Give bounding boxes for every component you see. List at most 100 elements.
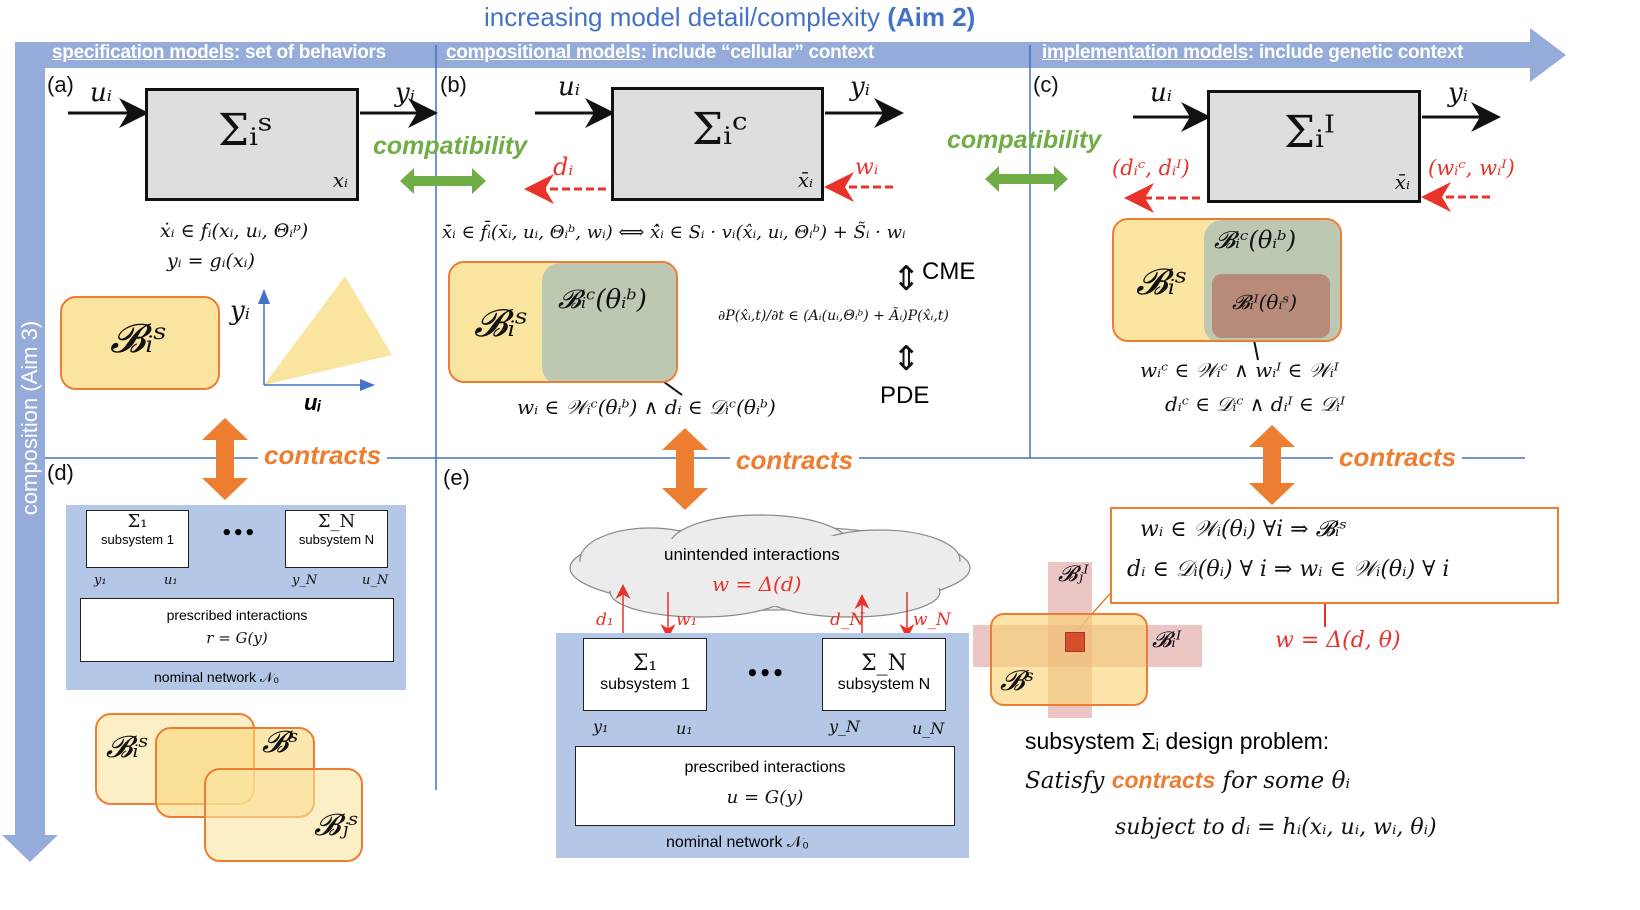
dynamics-equation: x̄̇ᵢ ∈ f̄ᵢ(x̄ᵢ, uᵢ, Θᵢᵇ, wᵢ) ⟺ x̂̇ᵢ ∈ Sᵢ… [442,222,906,243]
nominal-network-panel-e: Σ₁ subsystem 1 ••• Σ_N subsystem N y₁ u₁… [556,633,969,858]
output-equation: yᵢ = gᵢ(xᵢ) [167,250,255,272]
y1-label: y₁ [94,573,107,588]
svg-text:⇕: ⇕ [892,259,921,299]
input-label: uᵢ [1150,78,1172,108]
contracts-box: wᵢ ∈ 𝒲ᵢ(θᵢ) ∀i ⇒ 𝓑ᵢˢ dᵢ ∈ 𝒟ᵢ(θᵢ) ∀ i ⇒ w… [1110,507,1559,604]
label-c: (c) [1033,72,1059,97]
behavior-i-label: 𝓑ᵢᴵ [1152,628,1182,653]
prescribed-label: prescribed interactions [684,759,846,776]
disturbance-out-label: (dᵢᶜ, dᵢᴵ) [1112,156,1190,180]
header-compositional: compositional models: include “cellular”… [446,42,874,63]
system-box-compositional: Σᵢᶜ x̄ᵢ [611,87,824,201]
subsystem-n-box: Σ_N subsystem N [822,638,946,711]
behavior-s-label: 𝓑ᵢˢ [1136,262,1188,303]
system-symbol: Σᵢˢ [218,105,273,156]
contracts-label-3: contracts [1333,442,1463,473]
plot-y-label: yᵢ [230,296,250,326]
subsystem-name: subsystem 1 [600,676,690,693]
compatibility-arrow-2 [985,166,1068,192]
vertical-axis-label: composition (Aim 3) [17,320,42,516]
label-a: (a) [47,72,74,97]
subsystem-symbol: Σ_N [317,511,356,532]
label-d: (d) [47,460,74,485]
behavior-s-square [990,613,1148,706]
nominal-network-panel-d: Σ₁ subsystem 1 ••• Σ_N subsystem N y₁ u₁… [66,505,406,690]
cme-label: CME [922,258,976,285]
contract-2: dᵢ ∈ 𝒟ᵢ(θᵢ) ∀ i ⇒ wᵢ ∈ 𝒲ᵢ(θᵢ) ∀ i [1127,557,1450,582]
w1-label: w₁ [676,610,698,630]
wN-label: w_N [913,610,951,630]
behavior-set-spec: 𝓑ᵢˢ [60,296,220,390]
main-title: increasing model detail/complexity (Aim … [484,2,976,32]
behavior-j-label: 𝓑ⱼˢ [314,808,359,843]
behavior-subset-i [1212,274,1330,338]
behavior-cone [264,276,392,385]
behavior-j-label: 𝓑ⱼᴵ [1058,562,1089,587]
horizontal-band-arrow [15,28,1566,82]
interaction-law: r = G(y) [206,629,268,647]
subsystem-name: subsystem N [298,532,375,547]
contracts-arrow-a [202,418,248,500]
compatibility-label-1: compatibility [373,132,528,160]
d1-label: d₁ [596,610,614,630]
subsystem-symbol: Σ₁ [127,511,148,532]
contracts-label-1: contracts [258,440,388,471]
constraint-c-2: dᵢᶜ ∈ 𝒟ᵢᶜ ∧ dᵢᴵ ∈ 𝒟ᵢᴵ [1165,392,1346,416]
subsystem-symbol: Σ₁ [632,651,658,676]
behavior-i-label: 𝓑ᵢˢ [106,730,149,765]
cloud-law: w = Δ(d) [712,572,802,596]
subsystem-name: subsystem N [837,676,931,693]
disturbance-out-label: dᵢ [553,153,574,181]
contracts-label-2: contracts [730,445,860,476]
behavior-j [204,768,363,862]
compatibility-arrow-1 [400,168,486,194]
behavior-s-label: 𝓑ˢ [1000,664,1035,697]
prescribed-interactions-box: prescribed interactions u = G(y) [575,746,955,826]
behavior-c-label: 𝓑ᵢᶜ(θᵢᵇ) [1214,226,1297,254]
design-problem-title: subsystem Σᵢ design problem: [1025,728,1330,754]
dynamics-equation: ẋᵢ ∈ fᵢ(xᵢ, uᵢ, Θᵢᵖ) [160,220,309,242]
vertical-band-arrow [2,42,58,862]
label-b: (b) [440,72,467,97]
design-problem-constraint: subject to dᵢ = hᵢ(xᵢ, uᵢ, wᵢ, θᵢ) [1115,815,1437,840]
prescribed-label: prescribed interactions [166,607,308,623]
subsystem-1-box: Σ₁ subsystem 1 [86,510,189,568]
state-label: x̄ᵢ [797,168,813,192]
dN-label: d_N [830,610,865,630]
label-e: (e) [443,465,470,490]
behavior-composite-label: 𝓑ˢ [262,725,299,760]
ellipsis: ••• [746,661,785,685]
y1-label: y₁ [593,717,609,736]
yN-label: y_N [292,573,318,588]
constraint-b: wᵢ ∈ 𝒲ᵢᶜ(θᵢᵇ) ∧ dᵢ ∈ 𝒟ᵢᶜ(θᵢᵇ) [517,395,776,419]
behavior-subset-c [542,263,676,381]
subsystem-n-box: Σ_N subsystem N [285,510,388,568]
cloud-title: unintended interactions [664,545,840,564]
behavior-label: 𝓑ᵢˢ [110,316,167,362]
intersection-square [1065,632,1085,652]
output-label: yᵢ [1448,78,1468,108]
ellipsis: ••• [221,523,256,544]
state-label: xᵢ [332,168,348,192]
constraint-c-1: wᵢᶜ ∈ 𝒲ᵢᶜ ∧ wᵢᴵ ∈ 𝒲ᵢᴵ [1140,358,1339,382]
contract-1: wᵢ ∈ 𝒲ᵢ(θᵢ) ∀i ⇒ 𝓑ᵢˢ [1140,517,1347,542]
u1-label: u₁ [676,719,693,738]
network-label: nominal network 𝒩₀ [154,669,280,685]
input-label: uᵢ [558,72,580,102]
prescribed-interactions-box: prescribed interactions r = G(y) [80,598,394,662]
system-symbol: Σᵢᴵ [1284,107,1335,158]
behavior-set-compositional: 𝓑ᵢˢ 𝓑ᵢᶜ(θᵢᵇ) [448,261,678,383]
compatibility-label-2: compatibility [947,126,1102,154]
contracts-arrow-b [662,428,708,510]
subsystem-symbol: Σ_N [861,651,907,676]
uN-label: u_N [362,573,389,588]
subsystem-1-box: Σ₁ subsystem 1 [583,638,707,711]
network-label: nominal network 𝒩₀ [666,834,809,851]
system-box-implementation: Σᵢᴵ x̄ᵢ [1207,90,1421,203]
contracts-arrow-c [1249,425,1295,505]
svg-text:⇕: ⇕ [892,339,921,379]
behavior-set-implementation: 𝓑ᵢˢ 𝓑ᵢᶜ(θᵢᵇ) 𝓑ᵢᴵ(θᵢˢ) [1112,218,1342,342]
behavior-c-label: 𝓑ᵢᶜ(θᵢᵇ) [558,285,647,315]
header-implementation: implementation models: include genetic c… [1042,42,1464,63]
